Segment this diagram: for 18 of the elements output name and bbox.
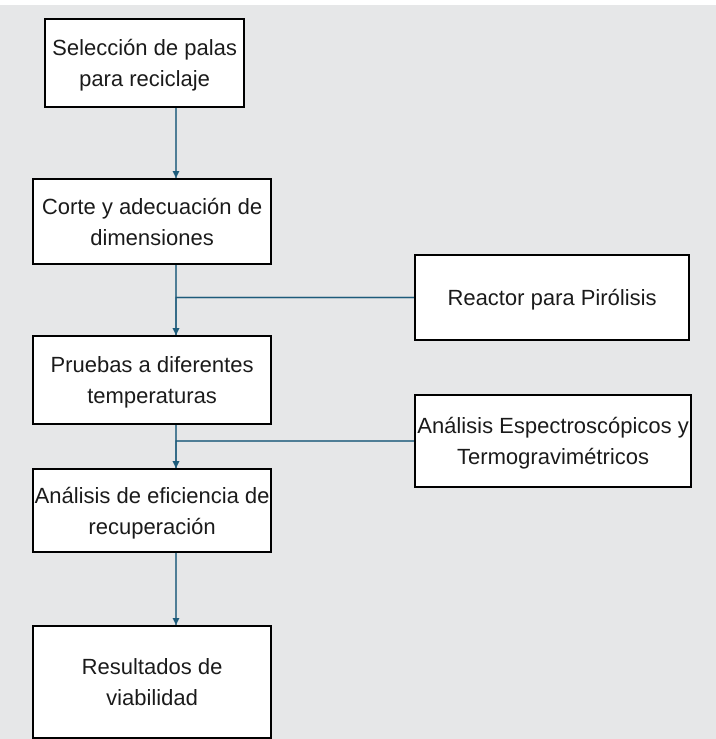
process-box: [32, 468, 272, 553]
process-box: [32, 178, 272, 265]
step-label: Selección de palas para reciclaje: [51, 34, 238, 93]
process-box: [44, 18, 245, 108]
step-label: Análisis Espectroscópicos y Termogravimétricos: [416, 412, 690, 471]
arrow: [172, 440, 414, 468]
step-label: Pruebas a diferentes temperaturas: [49, 351, 255, 410]
step-label: Resultados de viabilidad: [80, 653, 224, 712]
arrow: [172, 553, 180, 625]
process-box: [414, 254, 690, 341]
step-label: Reactor para Pirólisis: [447, 284, 657, 312]
process-box: [32, 335, 272, 425]
process-box: [414, 394, 692, 488]
step-label: Análisis de eficiencia de recuperación: [34, 482, 270, 541]
arrow: [172, 296, 414, 335]
step-label: Corte y adecuación de dimensiones: [40, 192, 264, 252]
arrow: [172, 108, 180, 178]
process-box: [32, 625, 272, 739]
